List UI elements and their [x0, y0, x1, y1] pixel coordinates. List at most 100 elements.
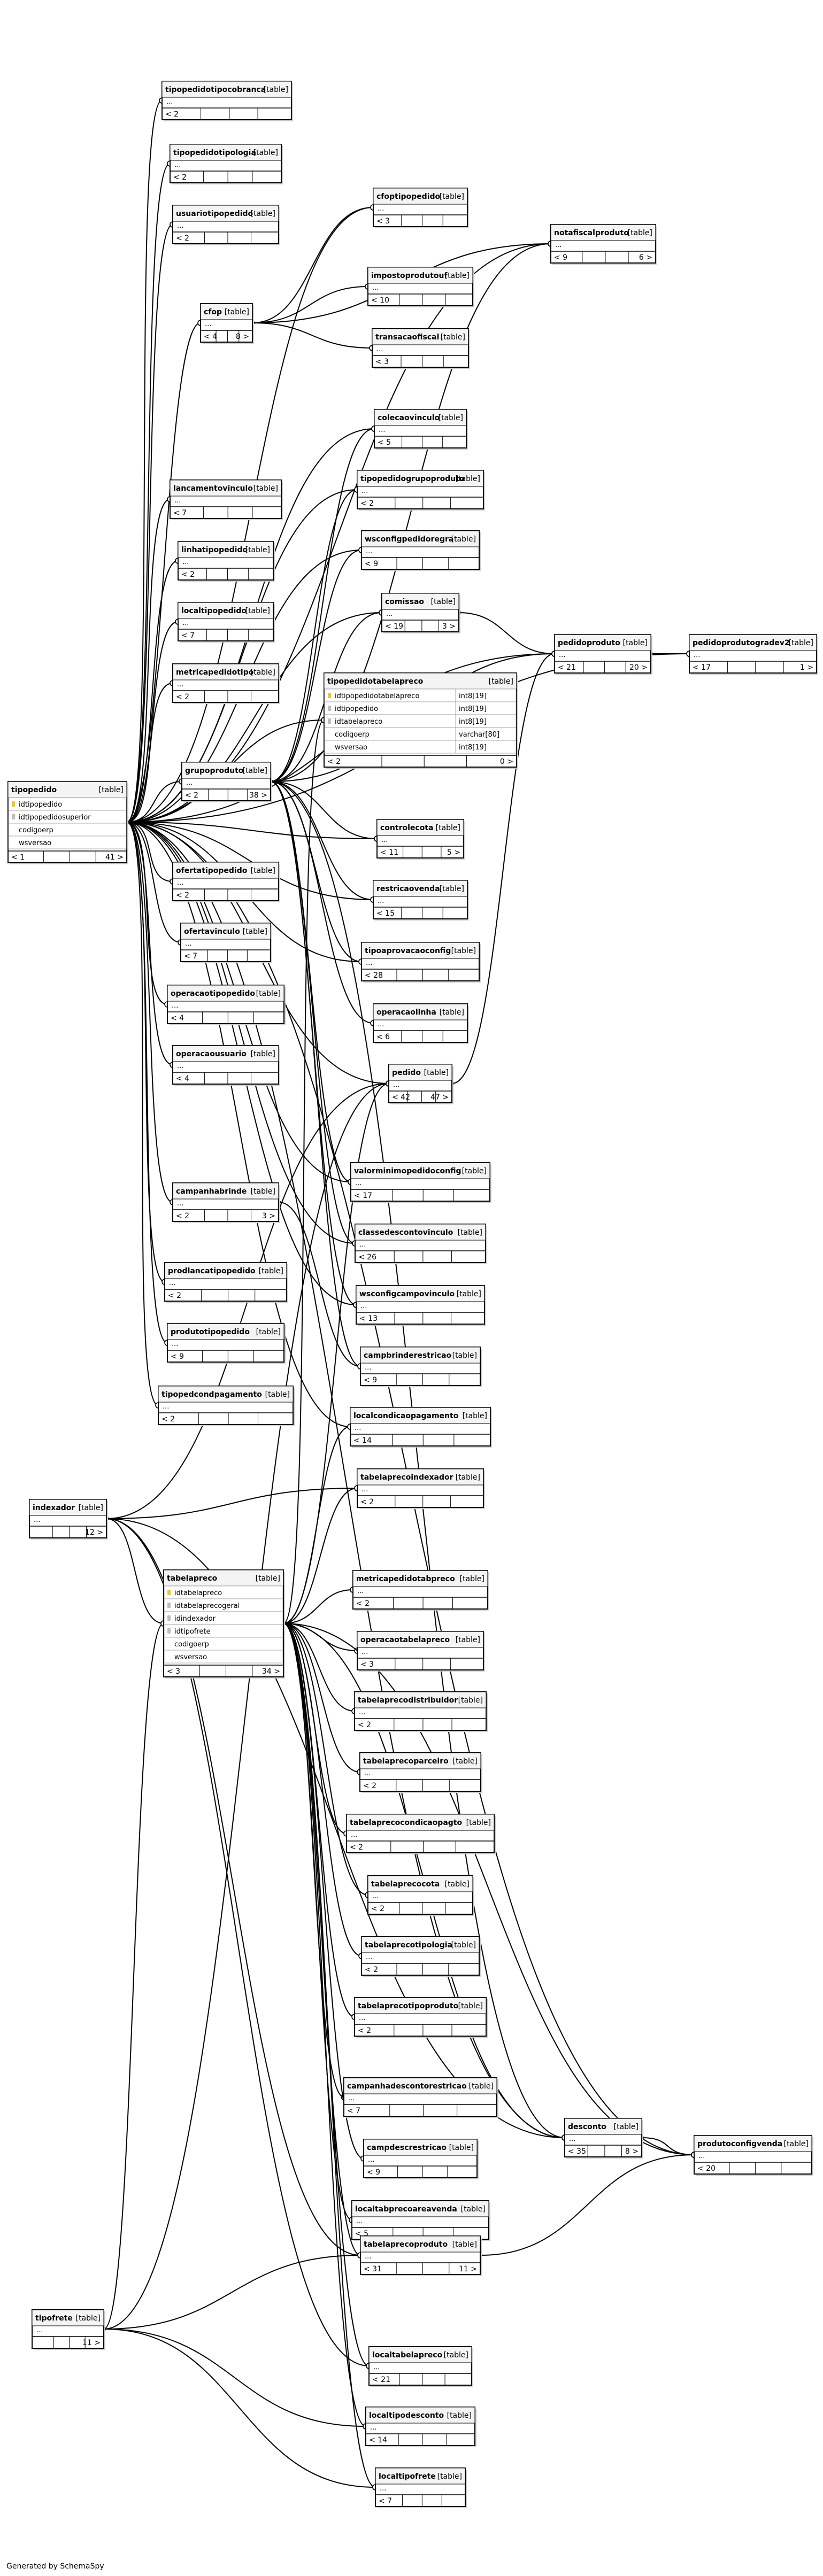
table-name[interactable]: metricapedidotabpreco	[356, 1575, 455, 1583]
table-name[interactable]: pedido	[392, 1069, 421, 1077]
table-name[interactable]: tabelaprecoproduto	[364, 2240, 448, 2249]
table-name[interactable]: comissao	[385, 598, 424, 606]
table-name[interactable]: tabelaprecodistribuidor	[358, 1696, 458, 1705]
table-name[interactable]: tabelaprecocota	[371, 1880, 440, 1889]
table-name[interactable]: notafiscalproduto	[554, 229, 629, 237]
table-name[interactable]: restricaovenda	[376, 885, 440, 893]
table-name[interactable]: campanhabrinde	[176, 1187, 247, 1196]
table-name[interactable]: wsconfigpedidoregra	[365, 535, 453, 544]
table-operacaolinha[interactable]: operacaolinha[table]...< 6	[373, 1003, 469, 1044]
table-name[interactable]: classedescontovinculo	[358, 1228, 453, 1237]
table-name[interactable]: pedidoprodutogradev2	[693, 639, 790, 647]
table-name[interactable]: pedidoproduto	[558, 639, 620, 647]
table-valorminimopedidoconfig[interactable]: valorminimopedidoconfig[table]...< 17	[350, 1162, 491, 1203]
table-prodlancatipopedido[interactable]: prodlancatipopedido[table]...< 2	[164, 1262, 288, 1303]
table-name[interactable]: operacaousuario	[176, 1050, 247, 1058]
table-name[interactable]: cfop	[204, 308, 222, 316]
table-name[interactable]: wsconfigcampovinculo	[359, 1290, 455, 1298]
table-name[interactable]: tipopedidotipologia	[173, 149, 256, 157]
table-name[interactable]: campdescrestricao	[367, 2144, 447, 2152]
table-tipopedidotipocobranca[interactable]: tipopedidotipocobranca[table]...< 2	[161, 81, 293, 121]
table-name[interactable]: localtipopedido	[181, 607, 247, 615]
table-name[interactable]: desconto	[568, 2123, 606, 2131]
table-name[interactable]: tipopedidotipocobranca	[165, 86, 266, 94]
table-name[interactable]: tipofrete	[35, 2314, 73, 2323]
table-name[interactable]: campbrinderestricao	[364, 1351, 451, 1360]
table-name[interactable]: tabelapreco	[167, 1574, 218, 1583]
table-name[interactable]: linhatipopedido	[181, 546, 248, 554]
table-name[interactable]: lancamentovinculo	[173, 484, 253, 493]
table-name[interactable]: produtoconfigvenda	[697, 2140, 782, 2148]
table-name[interactable]: tabelaprecoindexador	[360, 1473, 453, 1482]
table-localtipopedido[interactable]: localtipopedido[table]...< 7	[178, 602, 275, 643]
table-ofertavinculo[interactable]: ofertavinculo[table]...< 7	[180, 923, 272, 963]
table-name[interactable]: ofertatipopedido	[176, 867, 248, 875]
table-name[interactable]: localtabprecoareavenda	[355, 2205, 457, 2214]
table-name[interactable]: tipopedidotabelapreco	[327, 677, 424, 686]
table-name[interactable]: localtabelapreco	[372, 2351, 443, 2360]
table-metricapedidotabpreco[interactable]: metricapedidotabpreco[table]...< 2	[352, 1570, 489, 1611]
table-tabelaprecocondicaopagto[interactable]: tabelaprecocondicaopagto[table]...< 2	[346, 1814, 496, 1854]
table-operacaotabelapreco[interactable]: operacaotabelapreco[table]...< 3	[357, 1631, 485, 1672]
table-metricapedidotipo[interactable]: metricapedidotipo[table]...< 2	[172, 663, 280, 704]
table-localtabprecoareavenda[interactable]: localtabprecoareavenda[table]...< 5	[351, 2200, 490, 2241]
table-tabelaprecoparceiro[interactable]: tabelaprecoparceiro[table]...< 2	[359, 1752, 482, 1793]
table-name[interactable]: localtipodesconto	[369, 2411, 444, 2420]
table-ofertatipopedido[interactable]: ofertatipopedido[table]...< 2	[172, 862, 280, 902]
table-wsconfigpedidoregra[interactable]: wsconfigpedidoregra[table]...< 9	[361, 530, 481, 571]
table-name[interactable]: ofertavinculo	[184, 927, 240, 936]
table-produtotipopedido[interactable]: produtotipopedido[table]...< 9	[167, 1323, 286, 1364]
table-campanhadescontorestricao[interactable]: campanhadescontorestricao[table]...< 7	[343, 2077, 498, 2118]
table-name[interactable]: colecaovinculo	[378, 414, 440, 422]
table-tipopedidotabelapreco[interactable]: tipopedidotabelapreco[table]idtipopedido…	[324, 672, 518, 769]
table-name[interactable]: cfoptipopedido	[376, 192, 441, 201]
table-name[interactable]: localcondicaopagamento	[353, 1412, 459, 1420]
table-tabelaprecoindexador[interactable]: tabelaprecoindexador[table]...< 2	[357, 1468, 485, 1509]
table-name[interactable]: tabelaprecotipologia	[365, 1941, 452, 1950]
table-name[interactable]: campanhadescontorestricao	[347, 2082, 467, 2091]
table-tipopedidogrupoproduto[interactable]: tipopedidogrupoproduto[table]...< 2	[357, 470, 485, 510]
table-wsconfigcampovinculo[interactable]: wsconfigcampovinculo[table]...< 13	[356, 1285, 486, 1326]
table-cfoptipopedido[interactable]: cfoptipopedido[table]...< 3	[373, 188, 469, 228]
table-lancamentovinculo[interactable]: lancamentovinculo[table]...< 7	[170, 479, 283, 520]
table-name[interactable]: usuariotipopedido	[176, 210, 253, 218]
table-name[interactable]: transacaofiscal	[375, 333, 439, 342]
table-name[interactable]: localtipofrete	[379, 2472, 436, 2481]
table-tipoaprovacaoconfig[interactable]: tipoaprovacaoconfig[table]...< 28	[361, 942, 481, 983]
table-campbrinderestricao[interactable]: campbrinderestricao[table]...< 9	[360, 1347, 482, 1387]
table-colecaovinculo[interactable]: colecaovinculo[table]...< 5	[374, 409, 468, 450]
table-operacaousuario[interactable]: operacaousuario[table]...< 4	[172, 1045, 280, 1086]
table-localtabelapreco[interactable]: localtabelapreco[table]...< 21	[368, 2346, 473, 2387]
table-restricaovenda[interactable]: restricaovenda[table]...< 15	[373, 880, 469, 920]
table-name[interactable]: grupoproduto	[185, 767, 244, 775]
table-name[interactable]: tipopedcondpagamento	[161, 1390, 262, 1399]
table-localtipodesconto[interactable]: localtipodesconto[table]...< 14	[365, 2407, 476, 2447]
table-tabelaprecotipologia[interactable]: tabelaprecotipologia[table]...< 2	[361, 1936, 481, 1977]
table-campdescrestricao[interactable]: campdescrestricao[table]...< 9	[363, 2139, 479, 2179]
table-produtoconfigvenda[interactable]: produtoconfigvenda[table]...< 20	[694, 2135, 813, 2176]
table-tabelapreco[interactable]: tabelapreco[table]idtabelaprecoidtabelap…	[163, 1569, 285, 1678]
table-name[interactable]: tipopedido	[11, 786, 57, 794]
table-name[interactable]: tipopedidogrupoproduto	[360, 475, 465, 483]
table-tipopedidotipologia[interactable]: tipopedidotipologia[table]...< 2	[170, 144, 283, 184]
table-transacaofiscal[interactable]: transacaofiscal[table]...< 3	[372, 328, 470, 369]
table-name[interactable]: operacaolinha	[376, 1008, 436, 1017]
table-name[interactable]: operacaotabelapreco	[360, 1636, 450, 1644]
table-name[interactable]: prodlancatipopedido	[168, 1267, 256, 1275]
table-localtipofrete[interactable]: localtipofrete[table]...< 7	[375, 2467, 467, 2508]
table-name[interactable]: valorminimopedidoconfig	[354, 1167, 462, 1175]
table-name[interactable]: produtotipopedido	[171, 1328, 250, 1336]
table-tipofrete[interactable]: tipofrete[table]...11 >	[32, 2309, 105, 2350]
table-name[interactable]: tabelaprecocondicaopagto	[350, 1819, 462, 1827]
table-name[interactable]: metricapedidotipo	[176, 668, 254, 677]
table-tipopedcondpagamento[interactable]: tipopedcondpagamento[table]...< 2	[158, 1386, 295, 1426]
table-name[interactable]: operacaotipopedido	[171, 989, 255, 998]
